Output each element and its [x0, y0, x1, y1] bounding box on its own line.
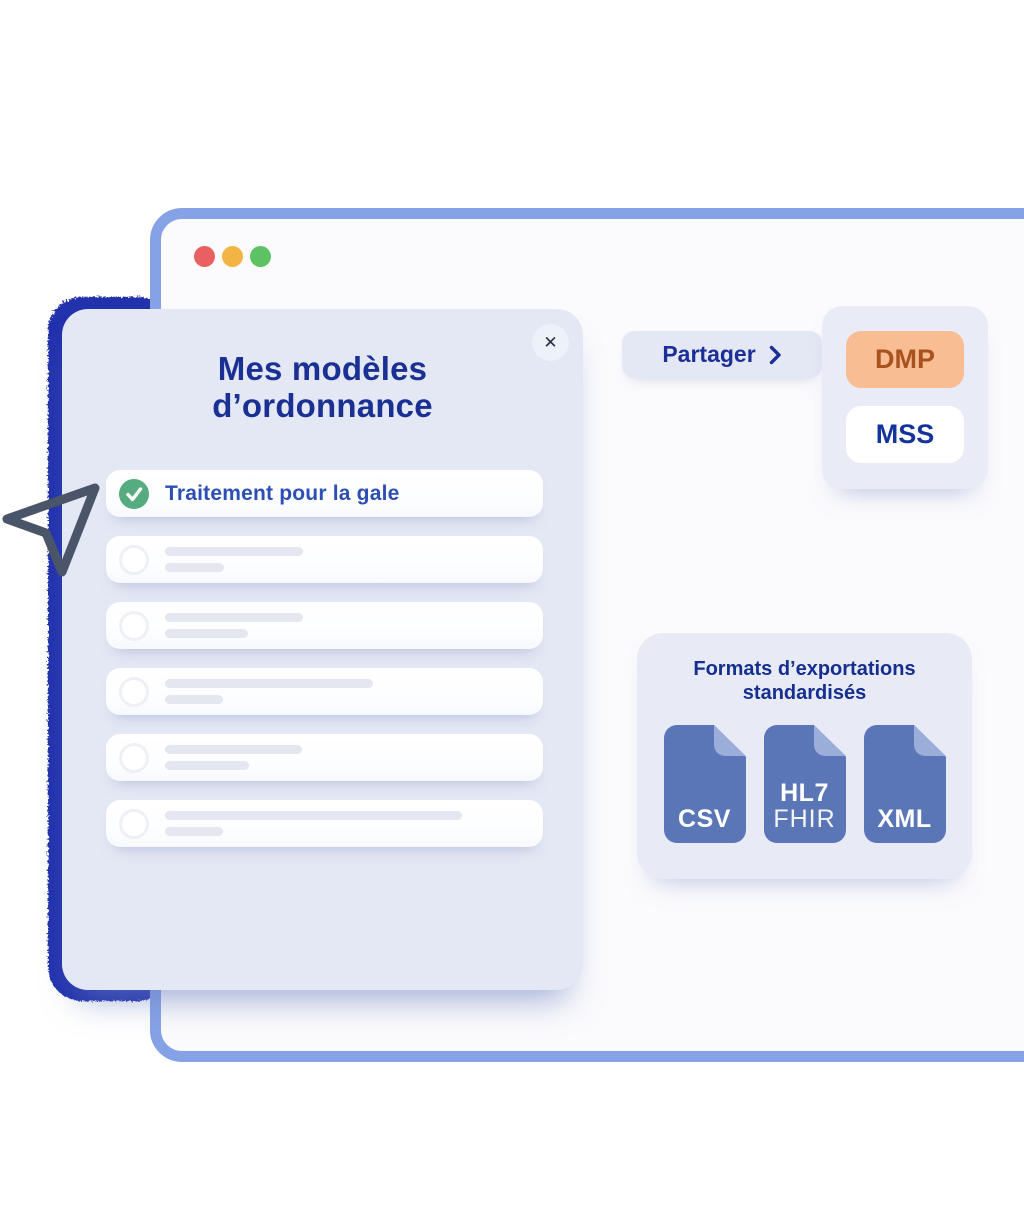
unchecked-circle-icon[interactable] [119, 742, 149, 773]
template-name: Traitement pour la gale [165, 481, 400, 505]
unchecked-circle-icon[interactable] [119, 676, 149, 707]
share-option-dmp-button[interactable]: DMP [846, 331, 964, 388]
modal-title: Mes modèles d’ordonnance [212, 350, 433, 424]
template-list-item[interactable] [106, 602, 543, 649]
traffic-light-zoom-icon[interactable] [250, 246, 271, 267]
placeholder-bar [165, 629, 248, 638]
unchecked-circle-icon[interactable] [119, 808, 149, 839]
template-list-item[interactable] [106, 668, 543, 715]
placeholder-bar [165, 563, 224, 572]
document-icon [763, 725, 846, 844]
template-list: Traitement pour la gale [106, 470, 543, 847]
file-format-icon: CSV [663, 724, 747, 844]
placeholder-text [165, 547, 303, 572]
prescription-templates-modal: ✕ Mes modèles d’ordonnance Traitement po… [62, 309, 583, 990]
unchecked-circle-icon[interactable] [119, 544, 149, 575]
placeholder-text [165, 679, 373, 704]
share-option-mss-button[interactable]: MSS [846, 406, 964, 463]
cursor-arrow-icon [2, 483, 100, 577]
file-format-label: XML [877, 804, 932, 833]
placeholder-text [165, 613, 303, 638]
document-icon [663, 725, 746, 844]
partager-button-label: Partager [662, 341, 756, 367]
chevron-right-icon [769, 345, 781, 364]
export-formats-panel: Formats d’exportations standardisés CSV H… [637, 633, 972, 879]
share-options-panel: DMP MSS [822, 306, 988, 489]
close-button[interactable]: ✕ [532, 324, 569, 361]
checked-circle-icon[interactable] [119, 478, 149, 509]
file-format-icon: XML [863, 724, 947, 844]
placeholder-bar [165, 547, 303, 556]
placeholder-text [165, 745, 302, 770]
template-list-item[interactable]: Traitement pour la gale [106, 470, 543, 517]
partager-button[interactable]: Partager [622, 331, 822, 378]
placeholder-bar [165, 695, 223, 704]
export-formats-title: Formats d’exportations standardisés [693, 658, 916, 704]
placeholder-bar [165, 827, 223, 836]
placeholder-bar [165, 745, 302, 754]
traffic-light-minimize-icon[interactable] [222, 246, 243, 267]
placeholder-bar [165, 761, 249, 770]
template-list-item[interactable] [106, 800, 543, 847]
template-list-item[interactable] [106, 734, 543, 781]
file-format-label: CSV [678, 804, 731, 833]
document-icon [863, 725, 946, 844]
close-icon: ✕ [543, 332, 558, 352]
checkmark-icon [126, 486, 143, 501]
placeholder-bar [165, 679, 373, 688]
traffic-light-close-icon[interactable] [194, 246, 215, 267]
unchecked-circle-icon[interactable] [119, 610, 149, 641]
placeholder-bar [165, 613, 303, 622]
template-list-item[interactable] [106, 536, 543, 583]
placeholder-bar [165, 811, 462, 820]
placeholder-text [165, 811, 462, 836]
